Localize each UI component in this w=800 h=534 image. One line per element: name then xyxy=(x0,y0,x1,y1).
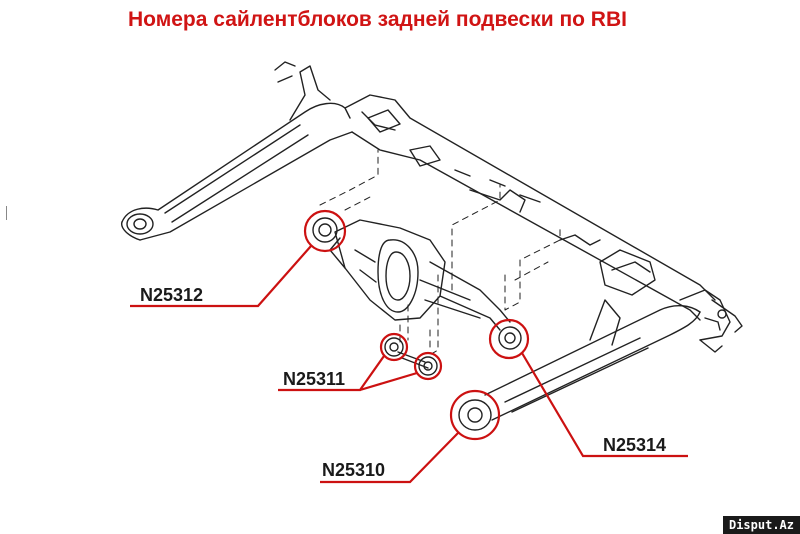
bushing-center xyxy=(498,326,522,350)
leader-line-n25314 xyxy=(521,352,688,458)
leader-line-n25311-b xyxy=(359,371,418,392)
highlight-circle-n25314 xyxy=(488,318,530,360)
highlight-circle-n25310 xyxy=(449,389,501,441)
bushing-lower-arm xyxy=(458,399,492,431)
scan-edge-mark xyxy=(6,206,7,220)
part-label-n25312: N25312 xyxy=(140,285,204,305)
center-bracket xyxy=(329,219,511,331)
diagram-title: Номера сайлентблоков задней подвески по … xyxy=(128,8,627,31)
cross-beam xyxy=(344,94,716,321)
watermark: Disput.Az xyxy=(722,516,800,534)
leader-line-n25312 xyxy=(130,245,312,308)
leader-line-n25310 xyxy=(320,432,459,484)
part-label-n25310: N25310 xyxy=(322,460,386,480)
highlight-circle-n25311-upper xyxy=(379,332,409,362)
bushing-small-lower xyxy=(418,356,438,376)
right-hub xyxy=(679,289,743,353)
part-label-n25311: N25311 xyxy=(283,369,346,389)
part-label-n25314: N25314 xyxy=(603,435,667,455)
left-trailing-arm xyxy=(121,61,353,241)
assembly-guides xyxy=(319,149,561,357)
bushing-small-upper xyxy=(384,337,404,357)
highlight-circle-n25311-lower xyxy=(413,351,443,381)
highlight-circle-n25312 xyxy=(303,209,347,253)
lower-trailing-arm xyxy=(484,299,701,421)
bushing-top-left xyxy=(312,217,338,243)
